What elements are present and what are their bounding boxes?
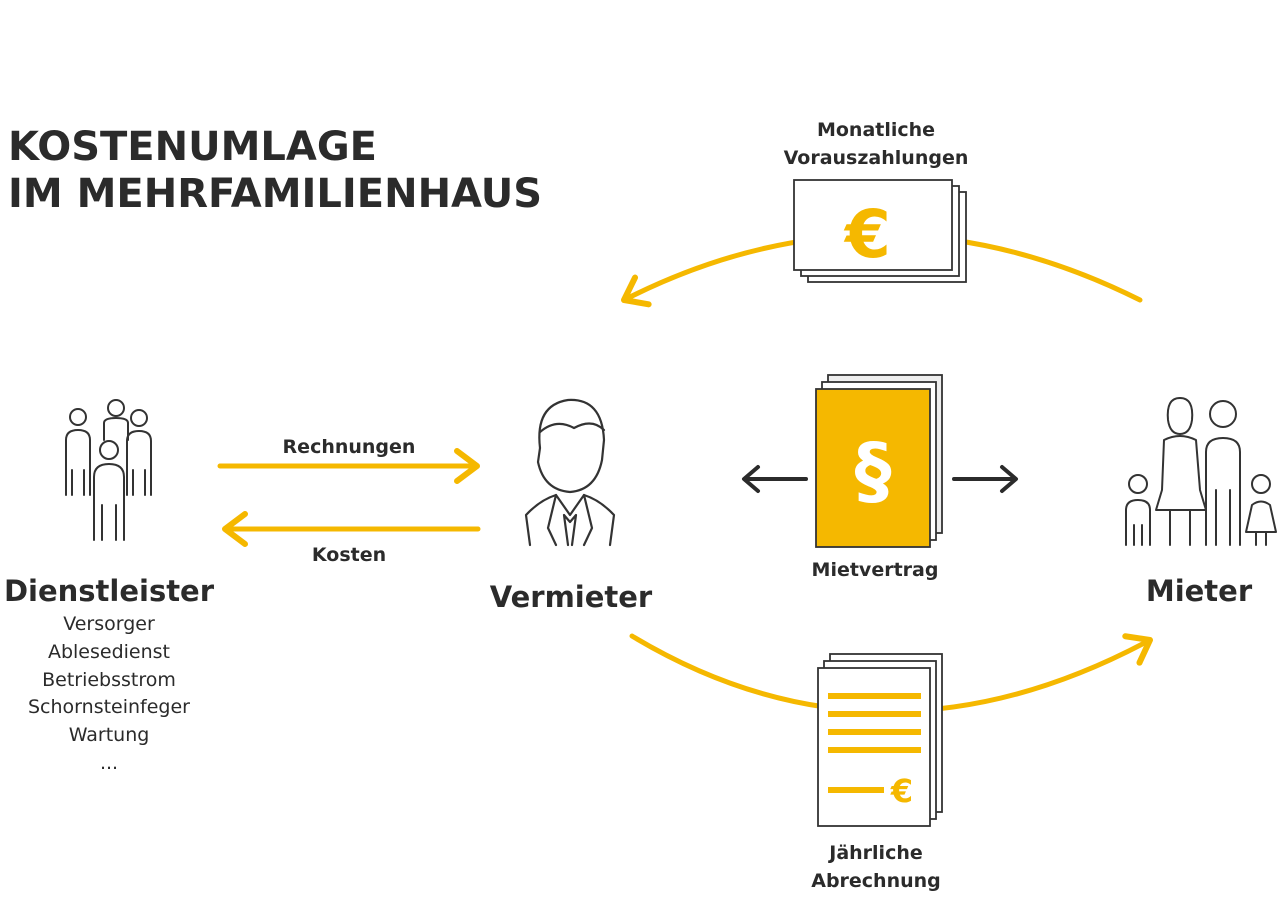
list-item: Wartung: [69, 724, 150, 746]
label-kosten: Kosten: [312, 544, 386, 566]
label-vorauszahlungen: Vorauszahlungen: [784, 147, 969, 169]
banknote-icon: €: [793, 179, 967, 283]
label-mietvertrag: Mietvertrag: [812, 559, 939, 581]
businessman-icon: [524, 398, 616, 547]
title-line-1: KOSTENUMLAGE: [8, 124, 377, 170]
label-mieter: Mieter: [1146, 574, 1253, 608]
invoice-document-icon: €: [817, 653, 943, 827]
euro-symbol: €: [843, 196, 891, 273]
euro-symbol-small: €: [890, 772, 913, 810]
group-of-people-icon: [65, 399, 152, 541]
arrow-left-black: [742, 465, 808, 493]
label-rechnungen: Rechnungen: [283, 436, 416, 458]
label-jaehrliche: Jährliche: [827, 842, 923, 864]
family-icon: [1125, 397, 1277, 546]
label-abrechnung: Abrechnung: [811, 870, 941, 892]
label-monatliche: Monatliche: [817, 119, 935, 141]
dienstleister-list: Versorger Ablesedienst Betriebsstrom Sch…: [28, 613, 190, 774]
list-item: ...: [100, 752, 118, 774]
arrow-right-black: [952, 465, 1018, 493]
title-line-2: IM MEHRFAMILIENHAUS: [8, 171, 542, 217]
list-item: Schornsteinfeger: [28, 696, 190, 718]
paragraph-symbol: §: [855, 428, 892, 514]
list-item: Versorger: [63, 613, 155, 635]
label-vermieter: Vermieter: [490, 580, 653, 614]
contract-icon: §: [815, 374, 943, 548]
list-item: Ablesedienst: [48, 641, 170, 663]
label-dienstleister: Dienstleister: [4, 574, 215, 608]
list-item: Betriebsstrom: [42, 669, 176, 691]
